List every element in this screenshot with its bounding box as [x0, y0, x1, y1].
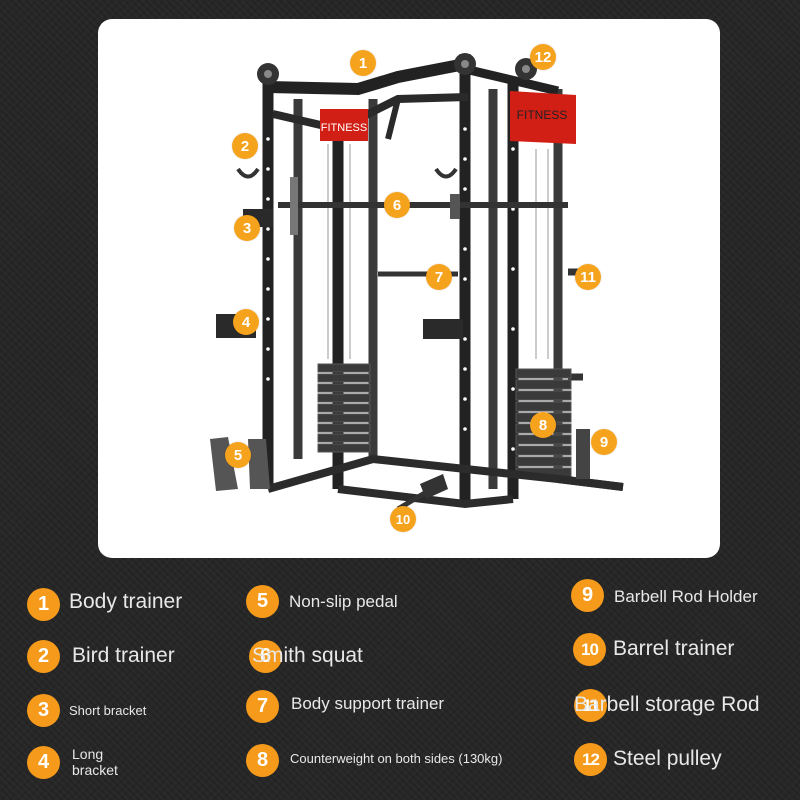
marker-1: 1 [350, 50, 376, 76]
legend-badge-7: 7 [246, 690, 279, 723]
marker-2: 2 [232, 133, 258, 159]
legend-badge-4: 4 [27, 746, 60, 779]
legend-label-9: Barbell Rod Holder [614, 587, 758, 606]
legend-label-1: Body trainer [69, 590, 183, 613]
legend-badge-9: 9 [571, 579, 604, 612]
legend-label-10: Barrel trainer [613, 637, 735, 660]
legend-label-12: Steel pulley [613, 747, 722, 770]
legend-badge-3: 3 [27, 694, 60, 727]
legend-badge-5: 5 [246, 585, 279, 618]
legend-badge-12: 12 [574, 743, 607, 776]
product-photo: FITNESS FITNESS [98, 19, 720, 558]
marker-10: 10 [390, 506, 416, 532]
legend-badge-11: 11 [574, 689, 607, 722]
legend-badge-10: 10 [573, 633, 606, 666]
marker-12: 12 [530, 44, 556, 70]
legend-label-5: Non-slip pedal [289, 592, 398, 611]
fitness-sign-left: FITNESS [321, 122, 367, 134]
marker-9: 9 [591, 429, 617, 455]
fitness-sign-right: FITNESS [517, 108, 568, 122]
legend-label-11: Barbell storage Rod [574, 693, 760, 716]
legend-badge-1: 1 [27, 588, 60, 621]
marker-6: 6 [384, 192, 410, 218]
marker-8: 8 [530, 412, 556, 438]
legend-badge-2: 2 [27, 640, 60, 673]
marker-5: 5 [225, 442, 251, 468]
legend-label-6: Smith squat [252, 644, 363, 667]
legend-label-8: Counterweight on both sides (130kg) [290, 751, 503, 766]
legend-badge-8: 8 [246, 744, 279, 777]
legend-label-3: Short bracket [69, 703, 147, 718]
legend-label-2: Bird trainer [72, 644, 175, 667]
marker-4: 4 [233, 309, 259, 335]
legend-badge-6: 6 [249, 640, 282, 673]
smith-machine-illustration: FITNESS FITNESS [210, 53, 624, 512]
marker-7: 7 [426, 264, 452, 290]
legend-label-7: Body support trainer [291, 694, 445, 713]
legend-label-4: Long bracket [72, 746, 118, 778]
marker-3: 3 [234, 215, 260, 241]
marker-11: 11 [575, 264, 601, 290]
